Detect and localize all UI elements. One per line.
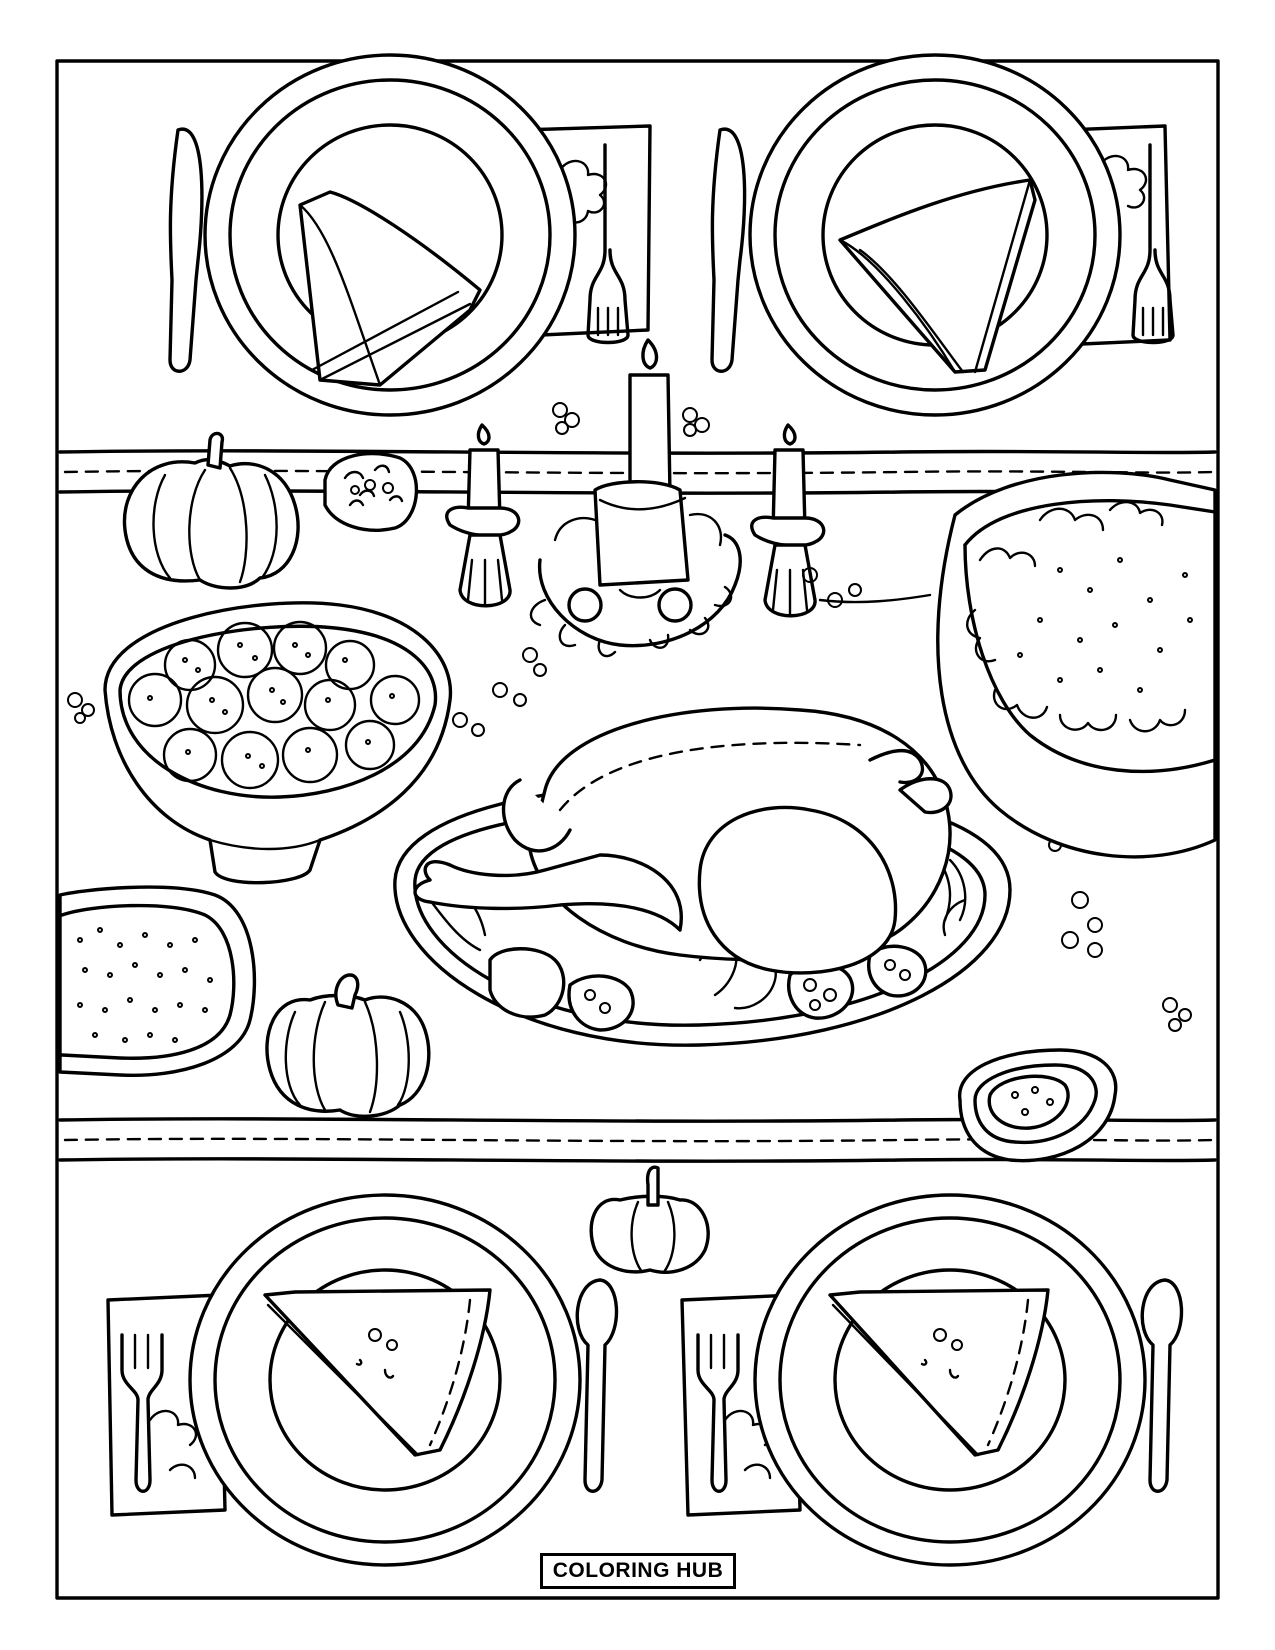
fork-icon	[696, 1333, 740, 1493]
place-setting-bottom-left	[106, 1193, 619, 1567]
place-setting-bottom-right	[680, 1193, 1184, 1567]
turkey-platter	[393, 706, 1012, 1047]
folded-napkin	[298, 190, 482, 387]
folded-napkin	[838, 178, 1037, 374]
brand-label: COLORING HUB	[540, 1553, 736, 1589]
pie-slice	[263, 1288, 492, 1457]
pumpkin-small-center	[589, 1165, 710, 1274]
bowl-of-stuffing-balls	[103, 601, 453, 885]
page-border	[55, 59, 1220, 1600]
pie-dish	[936, 470, 1217, 859]
casserole-dish	[58, 885, 257, 1078]
knife-icon	[710, 127, 747, 373]
pumpkin-small-left	[122, 431, 300, 590]
pumpkin-medium	[265, 973, 431, 1119]
place-setting-top-left	[168, 53, 652, 417]
pie-slice	[828, 1288, 1050, 1457]
fork-icon	[1131, 143, 1175, 345]
side-dish-stuffing	[958, 1048, 1118, 1163]
candle-centerpiece	[445, 338, 826, 658]
spoon-icon	[1140, 1278, 1184, 1493]
fork-icon	[586, 143, 630, 345]
spoon-icon	[575, 1278, 619, 1493]
knife-icon	[168, 127, 204, 373]
stuffing-dish-small	[323, 451, 419, 532]
fork-icon	[120, 1333, 164, 1493]
place-setting-top-right	[710, 53, 1175, 417]
